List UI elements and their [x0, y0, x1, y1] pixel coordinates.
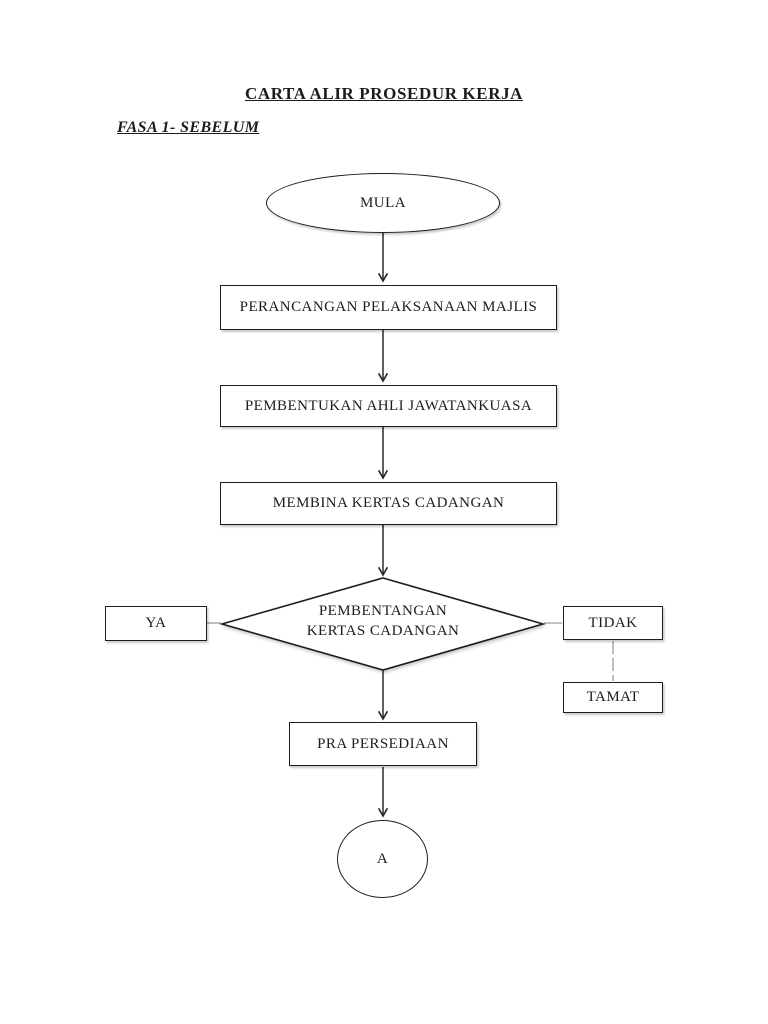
no-branch-label: TIDAK [588, 614, 638, 631]
offpage-connector-label: A [376, 850, 389, 867]
process-node-label: MEMBINA KERTAS CADANGAN [272, 495, 505, 511]
phase-heading-text: FASA 1- SEBELUM [117, 119, 260, 136]
decision-label-line1: PEMBENTANGAN [318, 603, 448, 619]
start-node-label: MULA [360, 194, 406, 211]
offpage-connector-node: A [337, 820, 428, 898]
start-node: MULA [266, 173, 500, 233]
decision-label-line2: KERTAS CADANGAN [306, 623, 460, 639]
decision-node-label: PEMBENTANGAN KERTAS CADANGAN [263, 601, 503, 641]
page-title: CARTA ALIR PROSEDUR KERJA [0, 84, 768, 104]
process-node-pembentukan: PEMBENTUKAN AHLI JAWATANKUASA [220, 385, 557, 427]
no-branch-node: TIDAK [563, 606, 663, 640]
process-node-pra-persediaan: PRA PERSEDIAAN [289, 722, 477, 766]
terminator-label: TAMAT [586, 689, 640, 705]
process-node-label: PEMBENTUKAN AHLI JAWATANKUASA [244, 397, 533, 414]
process-node-perancangan: PERANCANGAN PELAKSANAAN MAJLIS [220, 285, 557, 330]
decision-diamond-shape [219, 577, 546, 671]
page-title-text: CARTA ALIR PROSEDUR KERJA [244, 84, 524, 103]
process-node-label: PERANCANGAN PELAKSANAAN MAJLIS [239, 299, 538, 315]
phase-heading: FASA 1- SEBELUM [117, 119, 259, 137]
process-node-label: PRA PERSEDIAAN [317, 735, 449, 752]
terminator-node: TAMAT [563, 682, 663, 713]
process-node-membina: MEMBINA KERTAS CADANGAN [220, 482, 557, 525]
yes-branch-label: YA [145, 615, 167, 631]
yes-branch-node: YA [105, 606, 207, 641]
